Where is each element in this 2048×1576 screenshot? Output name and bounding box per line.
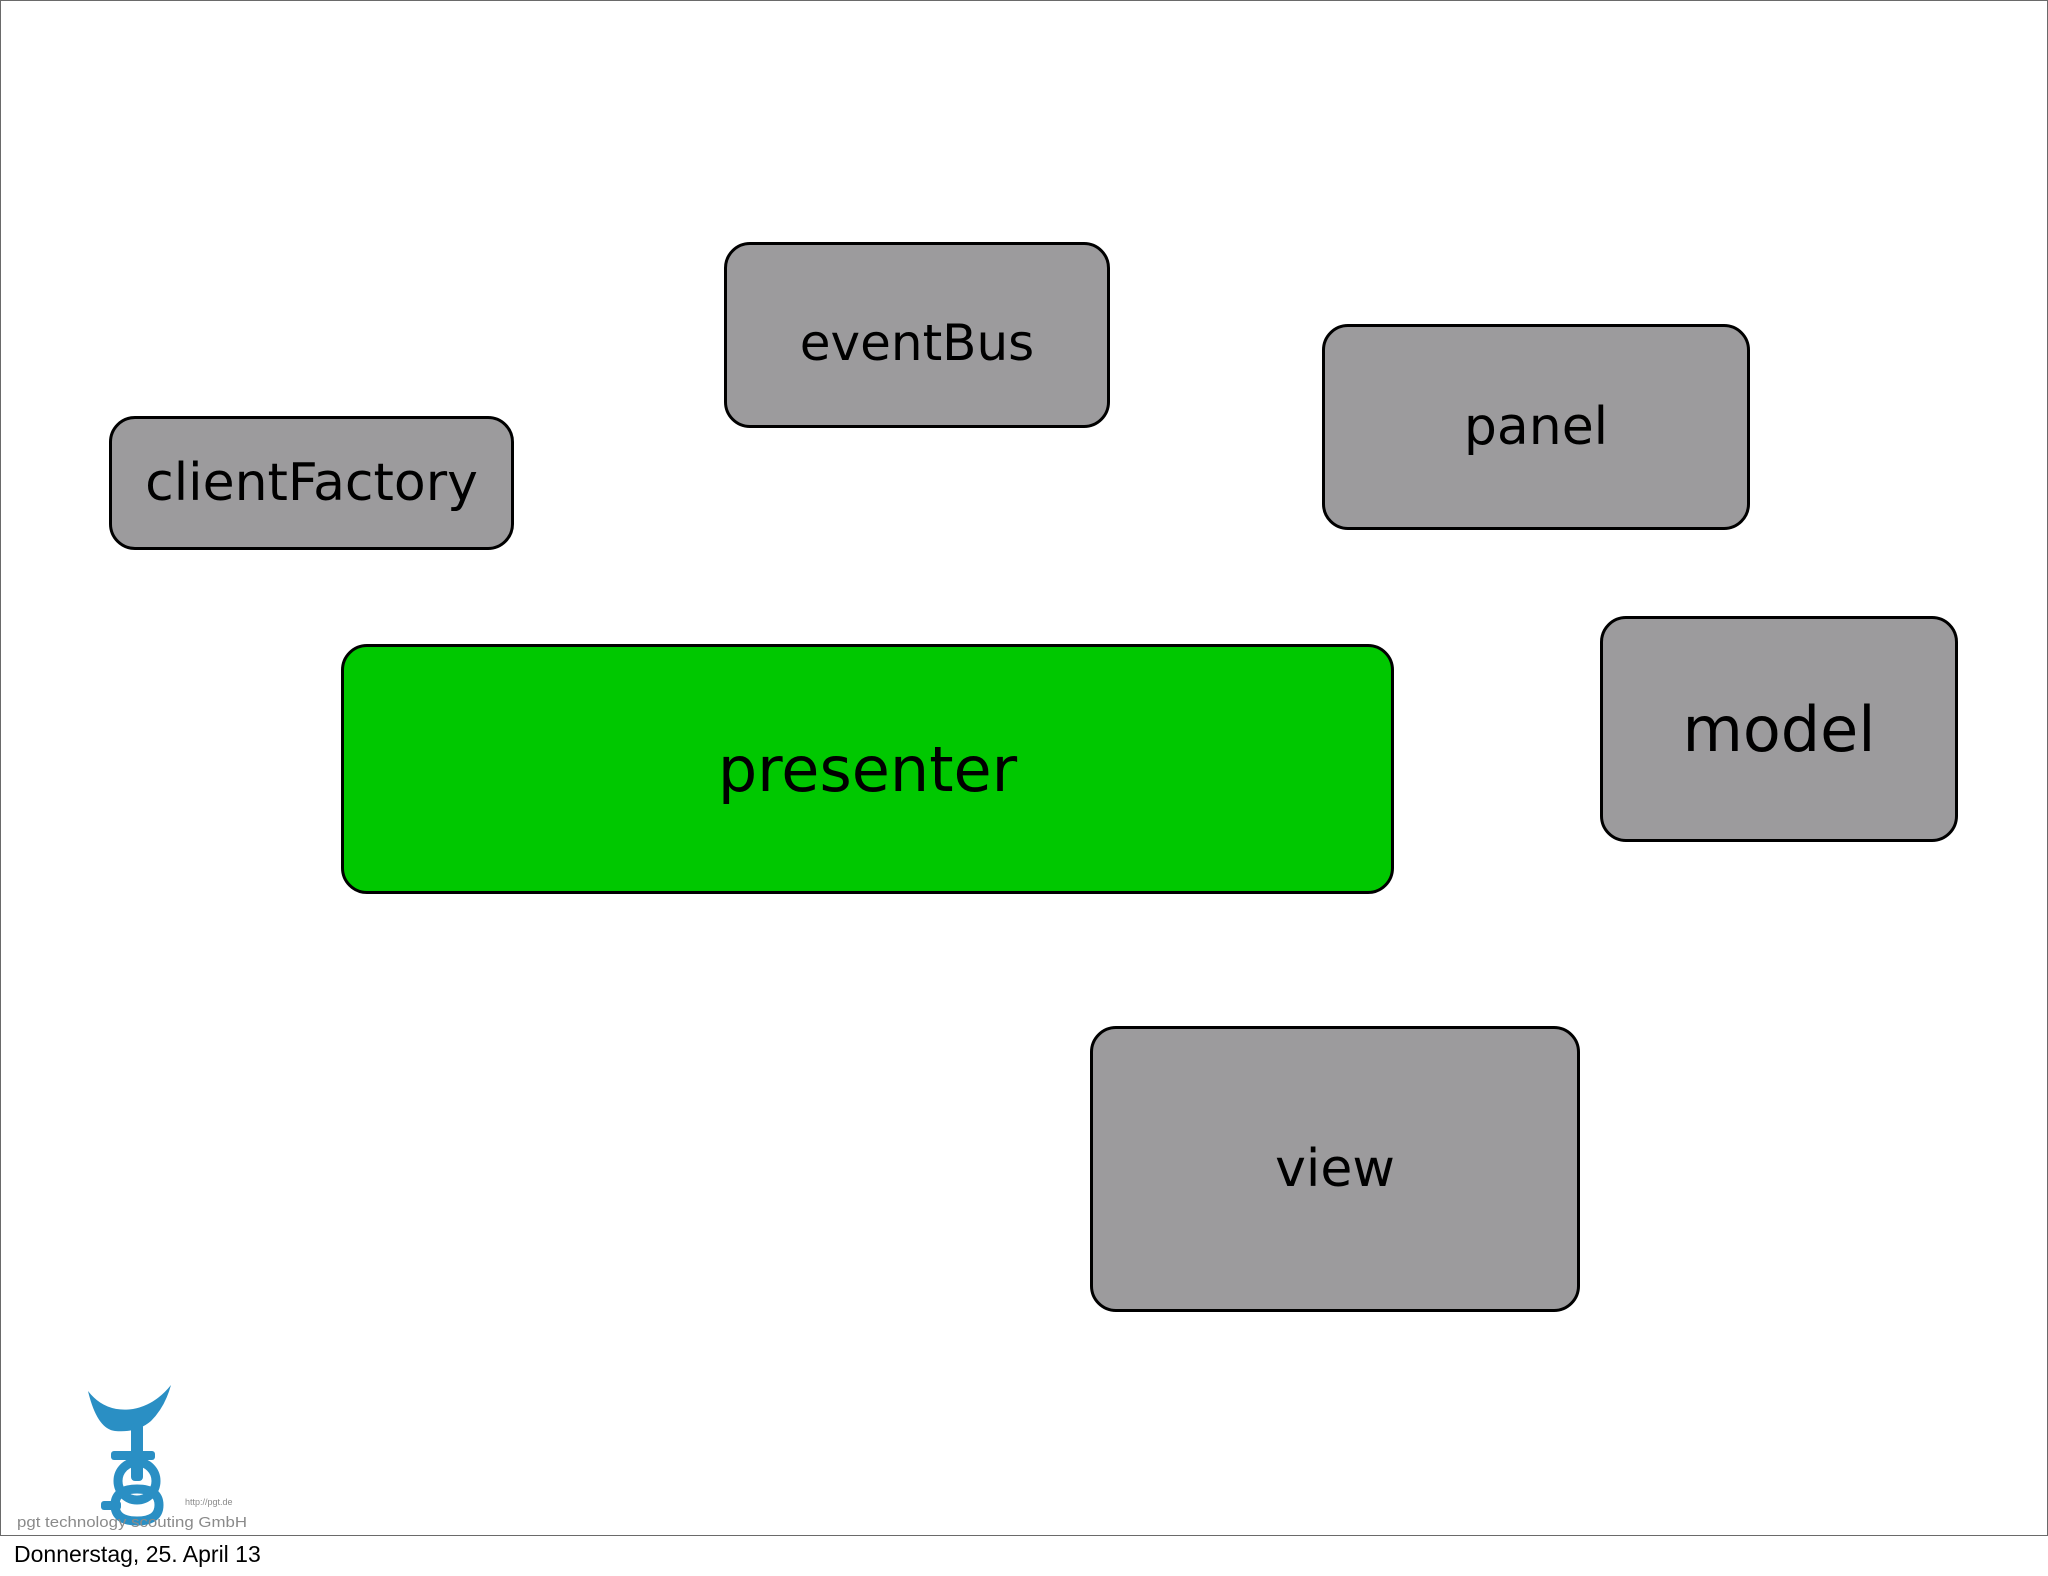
presenter-box: presenter [341,644,1394,894]
model-box: model [1600,616,1958,842]
slide: eventBus clientFactory panel presenter m… [0,0,2048,1536]
model-label: model [1682,692,1876,766]
pgt-logo-cross [111,1451,155,1460]
pgt-logo-url: http://pgt.de [185,1497,233,1507]
panel-label: panel [1463,397,1609,457]
footer-date: Donnerstag, 25. April 13 [14,1541,261,1567]
pgt-logo-tail [88,1385,171,1432]
pgt-logo-company: pgt technology scouting GmbH [17,1514,247,1531]
clientfactory-box: clientFactory [109,416,514,550]
eventbus-label: eventBus [799,314,1035,372]
presenter-label: presenter [717,732,1018,806]
pgt-logo-descender [101,1501,121,1510]
pgt-logo: http://pgt.de pgt technology scouting Gm… [17,1385,247,1531]
eventbus-box: eventBus [724,242,1110,428]
pgt-logo-bowl-g [113,1457,161,1505]
view-label: view [1275,1139,1395,1199]
clientfactory-label: clientFactory [145,453,478,513]
panel-box: panel [1322,324,1750,530]
pgt-logo-bowl-p [110,1484,164,1526]
view-box: view [1090,1026,1580,1312]
